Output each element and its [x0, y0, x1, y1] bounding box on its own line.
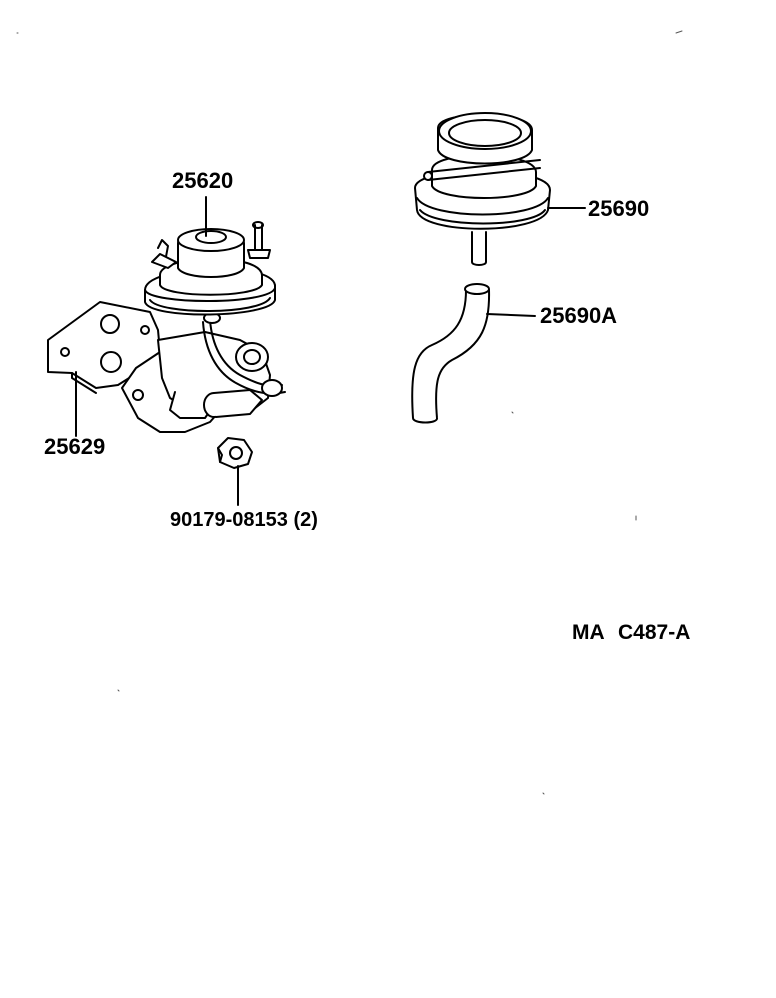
vacuum-modulator [415, 113, 550, 265]
part-number-nut: 90179-08153 (2) [170, 509, 318, 531]
leader-lines [76, 197, 585, 505]
scan-specks [17, 31, 682, 794]
part-number-hose: 25690A [540, 303, 618, 328]
part-number-egr-gasket-plate: 25629 [44, 434, 106, 459]
hose [412, 284, 489, 423]
reference-code: C487-A [618, 621, 691, 644]
egr-valve [145, 222, 275, 315]
egr-valve-body [122, 313, 285, 432]
part-number-egr-valve: 25620 [172, 168, 234, 193]
nut [218, 438, 252, 468]
reference-prefix: MA [572, 621, 605, 644]
part-number-vacuum-modulator: 25690 [588, 196, 650, 221]
